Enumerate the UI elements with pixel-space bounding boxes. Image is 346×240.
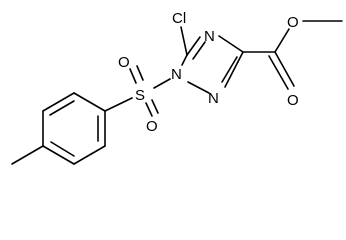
- atom-chlorine: Cl: [172, 10, 186, 27]
- bond-s-o-top-2: [136, 65, 144, 81]
- bond-ar-inner-3: [50, 141, 75, 157]
- atom-n2: N: [208, 90, 219, 107]
- bond-s-o-bottom-2: [151, 99, 159, 114]
- bond-n4-c3: [218, 35, 244, 53]
- bond-s-o-top: [129, 68, 137, 84]
- bond-n1-s: [153, 78, 171, 89]
- bond-c5-n4-double: [192, 41, 206, 60]
- bond-carbonyl-o-single: [274, 28, 290, 53]
- bond-ar1-ar2: [73, 92, 106, 112]
- atom-sulfonyl-oxygen-top: O: [118, 54, 130, 71]
- bond-ar5-ar6: [73, 145, 106, 165]
- bond-carbonyl-double-o: [274, 51, 295, 87]
- bond-carbonyl-double-o-2: [268, 55, 289, 90]
- bond-c3-n2: [224, 51, 244, 88]
- triazole-ring-bonds: [181, 35, 244, 94]
- bond-s-aryl: [104, 97, 133, 112]
- bond-ar4-ar5: [42, 145, 75, 165]
- bond-c5-cl: [180, 26, 188, 56]
- bond-c5-n4: [186, 36, 201, 56]
- bond-s-o-bottom: [145, 102, 153, 117]
- bond-c3-n2-double: [221, 56, 238, 83]
- ester-group-bonds: [242, 20, 343, 90]
- bond-ar-methyl: [11, 145, 44, 165]
- tolyl-ring-bonds: [42, 92, 106, 165]
- atom-sulfur: S: [135, 87, 145, 104]
- atom-sulfonyl-oxygen-bottom: O: [146, 118, 158, 135]
- sulfonyl-group-bonds: [104, 65, 171, 117]
- bond-ar2-ar3: [42, 92, 75, 112]
- bond-ar-inner-2: [49, 100, 75, 116]
- molecule-diagram: Cl N N N S O O O O: [11, 10, 343, 165]
- bond-n1-c5: [181, 54, 188, 66]
- atom-ester-oxygen: O: [287, 14, 299, 31]
- atom-n4: N: [204, 28, 215, 45]
- bond-n2-n1: [187, 81, 210, 94]
- atom-n1: N: [171, 66, 182, 83]
- atom-carbonyl-oxygen: O: [287, 92, 299, 109]
